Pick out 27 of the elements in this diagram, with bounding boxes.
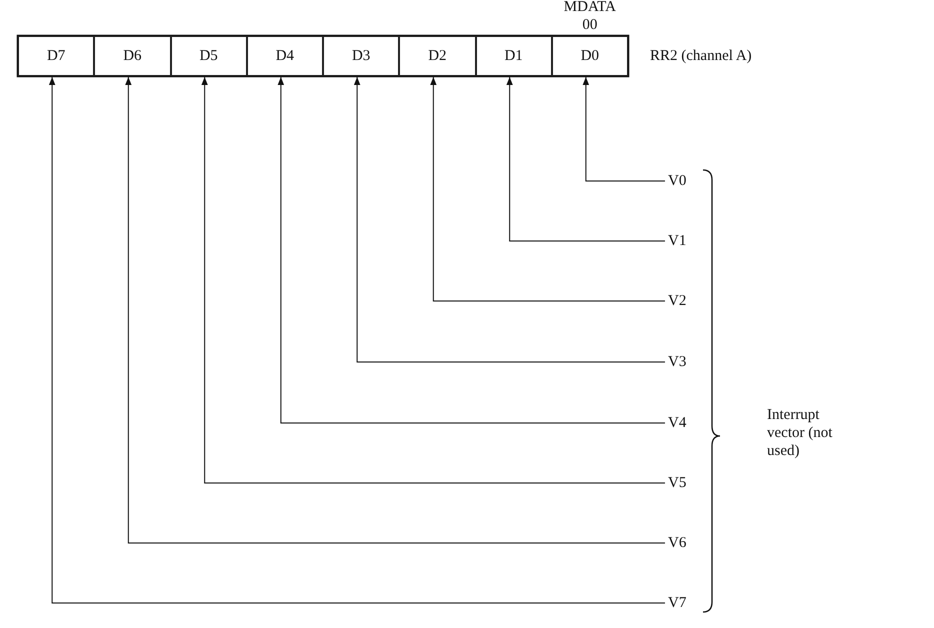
signal-label: V0	[668, 172, 686, 190]
signal-label: V3	[668, 353, 686, 371]
arrow	[354, 76, 666, 362]
register-bit-cell: D7	[18, 36, 94, 76]
signal-label: V6	[668, 534, 686, 552]
signal-label: V7	[668, 594, 686, 612]
brace-note: Interrupt vector (not used)	[767, 406, 834, 460]
signal-label: V2	[668, 292, 686, 310]
signal-label: V1	[668, 232, 686, 250]
register-caption: MDATA 00	[562, 0, 617, 34]
arrow	[201, 76, 666, 484]
register-bit-cell: D1	[476, 36, 552, 76]
arrow	[582, 76, 666, 182]
arrow	[430, 76, 666, 302]
register-bit-cell: D4	[246, 36, 323, 76]
register-name: RR2 (channel A)	[650, 47, 753, 65]
signal-label: V5	[668, 474, 686, 492]
arrow	[125, 76, 666, 544]
arrow	[278, 76, 666, 424]
register-bit-cell: D3	[323, 36, 400, 76]
register-bit-cell: D2	[399, 36, 476, 76]
arrow	[48, 76, 666, 604]
signal-label: V4	[668, 414, 686, 432]
register-bit-cell: D0	[552, 36, 628, 76]
arrow	[506, 76, 666, 242]
register-bit-cell: D5	[170, 36, 247, 76]
register-bit-cell: D6	[94, 36, 170, 76]
